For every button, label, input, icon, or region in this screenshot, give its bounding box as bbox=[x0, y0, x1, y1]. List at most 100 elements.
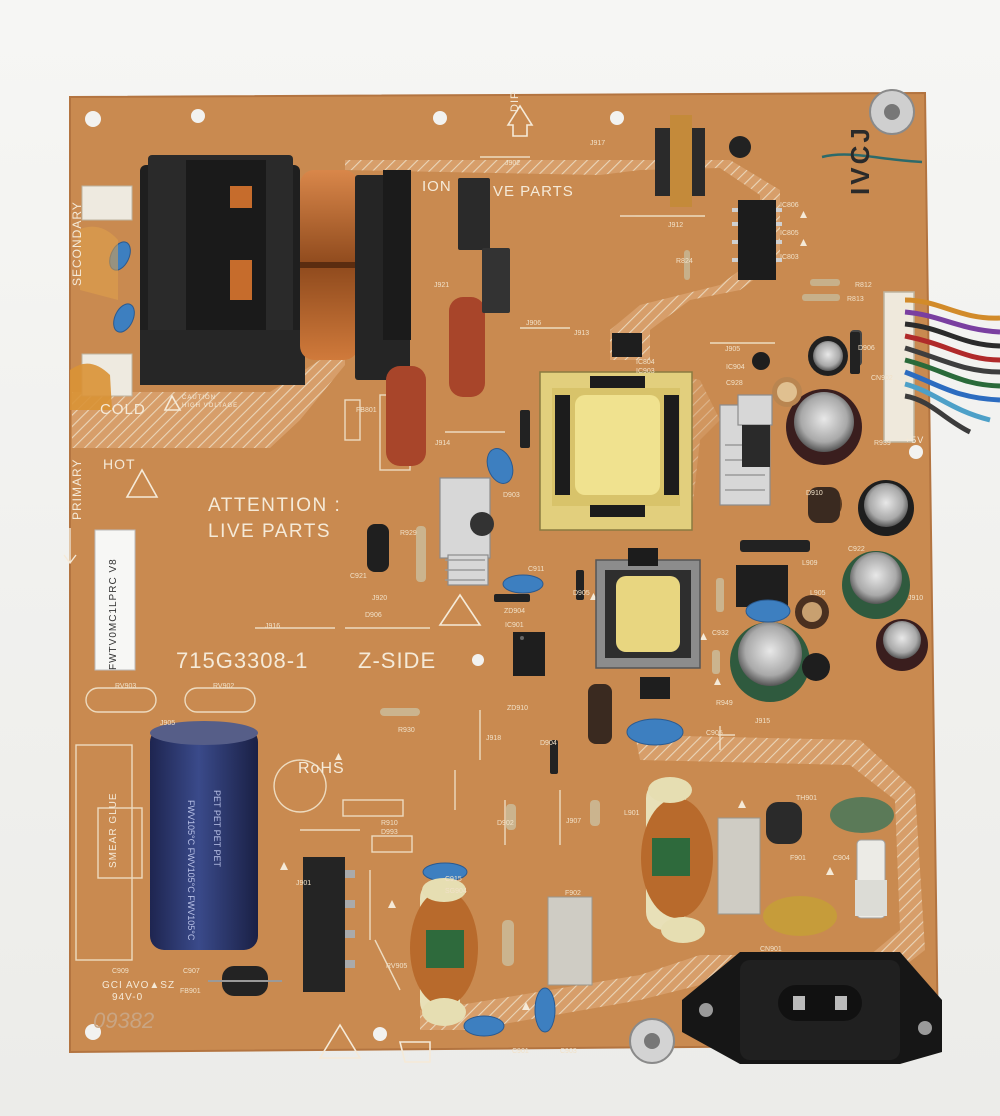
ref-designator: J907 bbox=[566, 818, 582, 825]
mains-socket bbox=[682, 952, 942, 1064]
ref-designator: R910 bbox=[381, 820, 398, 827]
primary-label: PRIMARY bbox=[70, 458, 84, 520]
attention-line2: LIVE PARTS bbox=[208, 521, 332, 542]
ref-designator: IC804 bbox=[636, 359, 655, 366]
ref-designator: L901 bbox=[624, 810, 640, 817]
ref-designator: R824 bbox=[676, 258, 693, 265]
ref-designator: FB901 bbox=[180, 988, 201, 995]
ref-designator: FB801 bbox=[356, 407, 377, 414]
mount-hole bbox=[373, 1027, 387, 1041]
hatch-zone-left bbox=[72, 330, 345, 448]
rohs-mark: RoHS bbox=[298, 760, 345, 777]
live-parts-top-fragment: VE PARTS bbox=[493, 183, 574, 200]
sticker-text: FWTV0MC1LPRC V8 bbox=[108, 558, 119, 670]
svg-text:PET PET PET PET: PET PET PET PET bbox=[212, 790, 222, 868]
ref-designator: RV905 bbox=[386, 963, 408, 970]
ref-designator: IC803 bbox=[780, 254, 799, 261]
ref-designator: J916 bbox=[265, 623, 281, 630]
ref-designator: D906 bbox=[858, 345, 875, 352]
ref-designator: R930 bbox=[398, 727, 415, 734]
mount-hole bbox=[909, 445, 923, 459]
ref-designator: C922 bbox=[848, 546, 865, 553]
ref-designator: C921 bbox=[350, 573, 367, 580]
ref-designator: RV903 bbox=[115, 683, 137, 690]
attention-top-fragment: ION bbox=[422, 178, 452, 195]
gci-label: GCI AVO▲SZ bbox=[102, 980, 176, 991]
flammability-label: 94V-0 bbox=[112, 992, 144, 1003]
ref-designator: IC806 bbox=[780, 202, 799, 209]
ref-designator: J913 bbox=[574, 330, 590, 337]
ref-designator: F902 bbox=[565, 890, 581, 897]
mount-hole bbox=[472, 654, 484, 666]
ref-designator: IC904 bbox=[726, 364, 745, 371]
ref-designator: CN902 bbox=[871, 375, 893, 382]
ref-designator: R949 bbox=[716, 700, 733, 707]
ref-designator: D906 bbox=[365, 612, 382, 619]
bulk-capacitor: FWV105°C FWV105°C FWV105°C PET PET PET P… bbox=[150, 721, 258, 950]
ref-designator: J917 bbox=[590, 140, 606, 147]
secondary-label: SECONDARY bbox=[70, 201, 84, 286]
ref-designator: D910 bbox=[806, 490, 823, 497]
ref-designator: C903 bbox=[560, 1048, 577, 1055]
mount-hole bbox=[433, 111, 447, 125]
ref-designator: J920 bbox=[372, 595, 388, 602]
ref-designator: C901 bbox=[512, 1048, 529, 1055]
ref-designator: RV902 bbox=[213, 683, 235, 690]
ref-designator: ZD904 bbox=[504, 608, 526, 615]
film-capacitor bbox=[386, 366, 426, 466]
handwritten-mark: IVCJ bbox=[845, 125, 875, 195]
model-number: 715G3308-1 bbox=[176, 648, 309, 673]
ref-designator: R813 bbox=[847, 296, 864, 303]
ref-designator: R812 bbox=[855, 282, 872, 289]
ref-designator: D905 bbox=[573, 590, 590, 597]
caution-label: CAUTION bbox=[182, 395, 216, 401]
main-transformer bbox=[140, 155, 411, 385]
mount-hole bbox=[191, 109, 205, 123]
ref-designator: L909 bbox=[802, 560, 818, 567]
ref-designator: C905 bbox=[706, 730, 723, 737]
film-capacitor bbox=[449, 297, 485, 397]
ref-designator: F901 bbox=[790, 855, 806, 862]
ref-designator: C904 bbox=[833, 855, 850, 862]
part-number-sticker bbox=[94, 529, 136, 671]
ref-designator: D993 bbox=[381, 829, 398, 836]
ref-designator: L905 bbox=[810, 590, 826, 597]
ref-designator: C907 bbox=[183, 968, 200, 975]
common-mode-choke bbox=[641, 777, 713, 943]
ref-designator: C915 bbox=[445, 876, 462, 883]
smear-glue-label: SMEAR GLUE bbox=[108, 792, 119, 868]
batch-number: 09382 bbox=[93, 1008, 155, 1033]
ref-designator: CN901 bbox=[760, 946, 782, 953]
ref-designator: IC901 bbox=[505, 622, 524, 629]
ref-designator: C911 bbox=[528, 566, 545, 573]
ref-designator: J905 bbox=[160, 720, 176, 727]
cold-label: COLD bbox=[100, 401, 146, 418]
ref-designator: C928 bbox=[726, 380, 743, 387]
ref-designator: J912 bbox=[668, 222, 684, 229]
dip-label: DIP bbox=[509, 90, 521, 112]
ref-designator: IC805 bbox=[780, 230, 799, 237]
ref-designator: J901 bbox=[296, 880, 312, 887]
plus5v-label: +5V bbox=[905, 435, 925, 445]
svg-text:FWV105°C FWV105°C FWV105°C: FWV105°C FWV105°C FWV105°C bbox=[186, 800, 196, 941]
high-voltage-label: HIGH VOLTAGE bbox=[182, 403, 239, 409]
ref-designator: J915 bbox=[755, 718, 771, 725]
ref-designator: ZD910 bbox=[507, 705, 529, 712]
ref-designator: J902 bbox=[505, 160, 521, 167]
mount-hole bbox=[610, 111, 624, 125]
side-label: Z-SIDE bbox=[358, 648, 437, 673]
ref-designator: D902 bbox=[497, 820, 514, 827]
ref-designator: J918 bbox=[486, 735, 502, 742]
ref-designator: C932 bbox=[712, 630, 729, 637]
hot-label: HOT bbox=[103, 456, 136, 472]
ref-designator: D904 bbox=[540, 740, 557, 747]
ref-designator: IC903 bbox=[636, 368, 655, 375]
cable-connector bbox=[883, 291, 915, 443]
common-mode-choke bbox=[410, 878, 478, 1026]
ref-designator: SG904 bbox=[445, 888, 467, 895]
yellow-transformer-large bbox=[539, 371, 693, 531]
ref-designator: D903 bbox=[503, 492, 520, 499]
hatch-zone-top bbox=[345, 160, 780, 360]
